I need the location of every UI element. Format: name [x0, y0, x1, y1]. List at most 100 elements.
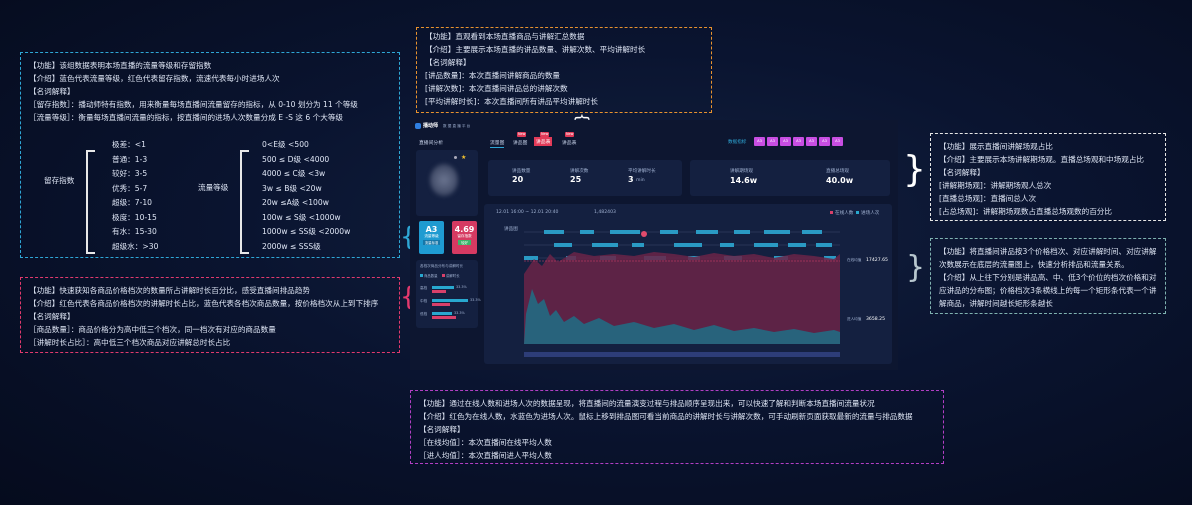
- retention-card: 4.69 留存指数 较好: [452, 221, 477, 254]
- explain-line: [讲解次数]：本次直播间讲品总的讲解次数: [425, 84, 568, 93]
- level-value: A3: [425, 225, 438, 234]
- explain-line: 有水：15-30: [112, 227, 157, 236]
- legend-square-icon: [830, 211, 833, 214]
- level-chip[interactable]: A3: [780, 137, 791, 146]
- segment-product-bar[interactable]: [554, 243, 572, 247]
- explain-line: [讲解期场观]：讲解期场观人总次: [939, 181, 1052, 190]
- star-icon[interactable]: ★: [461, 154, 467, 161]
- dist-count-bar: [432, 286, 454, 289]
- explain-line: 2000w ≤ SSS级: [262, 241, 321, 251]
- level-chip[interactable]: A3: [793, 137, 804, 146]
- segment-product-bar[interactable]: [592, 243, 618, 247]
- segment-product-bar[interactable]: [674, 243, 702, 247]
- explain-line: ［留存指数］：播动师特有指数，用来衡量每场直播间流量留存的指标，从 0-10 划…: [29, 100, 358, 109]
- segment-product-bar[interactable]: [816, 243, 832, 247]
- online-avg-label: 在线均值: [847, 258, 862, 262]
- segment-product-bar[interactable]: [632, 243, 644, 247]
- online-avg-value: 17427.65: [866, 258, 888, 263]
- flow-chart-panel: 12.01 16:00 ~ 12.01 20:40 1,482403 讲品图 在…: [484, 204, 892, 364]
- legend-square-icon: [420, 274, 423, 277]
- segment-product-bar[interactable]: [580, 230, 594, 234]
- segment-product-bar[interactable]: [754, 243, 778, 247]
- level-chip[interactable]: A3: [767, 137, 778, 146]
- level-chip[interactable]: A3: [754, 137, 765, 146]
- level-chip[interactable]: A3: [806, 137, 817, 146]
- explain-line: [平均讲解时长]：本次直播间所有讲品平均讲解时长: [425, 97, 598, 106]
- explain-line: 【功能】该组数据表明本场直播的流量等级和存留指数: [29, 61, 212, 70]
- segment-product-bar[interactable]: [544, 230, 564, 234]
- legend-enter: 进场人次: [861, 211, 880, 216]
- segment-product-bar[interactable]: [720, 243, 734, 247]
- explain-line: 【功能】快速获知各商品价格档次的数量所占讲解时长百分比，感受直播间排品趋势: [29, 286, 310, 295]
- level-chip[interactable]: A3: [832, 137, 843, 146]
- explain-line: [讲品数量]：本次直播间讲解商品的数量: [425, 71, 561, 80]
- marker-pin-icon: [641, 231, 647, 237]
- explain-line: 极度：10-15: [112, 212, 157, 222]
- price-explain-box: 【功能】快速获知各商品价格档次的数量所占讲解时长百分比，感受直播间排品趋势【介绍…: [20, 277, 400, 353]
- legend-square-icon: [856, 211, 859, 214]
- enter-avg-label: 进人均值: [847, 317, 862, 321]
- view-stats-panel: 讲解期场观 14.6w 直播总场观 40.0w: [690, 160, 890, 196]
- tab-product-table[interactable]: 讲品表: [562, 141, 577, 146]
- explain-line: ［流量等级］：衡量每场直播间流量的指标，按直播间的进场人次数量分成 E -S 这…: [29, 113, 344, 122]
- toolbar-label: 数据指标: [728, 140, 747, 145]
- segment-product-bar[interactable]: [610, 230, 640, 234]
- explain-line: 次数展示在底层的流量图上，快速分析排品和流量关系。: [939, 260, 1129, 269]
- flow-chart[interactable]: [484, 204, 892, 364]
- segment-product-bar[interactable]: [660, 230, 678, 234]
- explain-line: 解商品，讲解时间越长矩形条越长: [939, 299, 1053, 308]
- explain-line: 【功能】展示直播间讲解场观占比: [939, 142, 1053, 151]
- explain-line: 【介绍】从上往下分别是讲品高、中、低3个价位的档次价格和对: [939, 273, 1157, 282]
- dist-time-bar: [432, 316, 456, 319]
- dist-legend-count: 商品数量: [424, 274, 438, 278]
- explain-line: 【介绍】红色为在线人数，水蓝色为进场人次。鼠标上移到排品图可看当前商品的讲解时长…: [419, 412, 913, 421]
- explain-line: 【功能】直观看到本场直播商品与讲解汇总数据: [425, 32, 585, 41]
- explain-line: 3w ≤ B级 <20w: [262, 183, 322, 193]
- stat-label: 直播总场观: [826, 169, 849, 174]
- stat-value: 14.6w: [730, 176, 758, 185]
- flow-title: 流量等级: [198, 183, 229, 192]
- segment-product-bar[interactable]: [802, 230, 822, 234]
- segment-product-bar[interactable]: [696, 230, 718, 234]
- explain-line: 超级：7-10: [112, 198, 153, 207]
- level-chip[interactable]: A3: [819, 137, 830, 146]
- tab-product-chart[interactable]: 讲品图: [513, 141, 528, 146]
- dist-time-bar: [432, 303, 450, 306]
- retention-title: 留存指数: [44, 176, 75, 185]
- segment-product-bar[interactable]: [788, 243, 806, 247]
- app-screenshot: 播动师 数 据 直 播 平 台 直播间分析 流量图 讲品图 讲品表 讲品表 Ne…: [410, 120, 898, 370]
- explain-line: [直播总场观]：直播间总人次: [939, 194, 1037, 203]
- dist-time-bar: [432, 290, 446, 293]
- app-logo-sub: 数 据 直 播 平 台: [443, 123, 471, 128]
- explain-line: ［在线均值］：本次直播间在线平均人数: [419, 438, 552, 447]
- view-explain-box: 【功能】展示直播间讲解场观占比【介绍】主要展示本场讲解期场观。直播总场观和中场观…: [930, 133, 1166, 221]
- chart-tag: 讲品图: [504, 227, 518, 232]
- explain-line: 优秀：5-7: [112, 183, 148, 193]
- stat-label: 讲品数量: [512, 169, 531, 174]
- dist-pct: 33.3%: [470, 298, 481, 302]
- segment-product-bar[interactable]: [524, 256, 538, 260]
- level-card: A3 流量等级 流量标准: [419, 221, 444, 254]
- anchor-card: ★: [416, 150, 478, 216]
- tab-flow[interactable]: 流量图: [490, 141, 505, 146]
- explain-line: ［进人均值］：本次直播间进人平均人数: [419, 451, 552, 460]
- explain-line: [占总场观]：讲解期场观数占直播总场观数的百分比: [939, 207, 1112, 216]
- stat-label: 平均讲解时长: [628, 169, 656, 174]
- stat-value: 25: [570, 175, 582, 184]
- time-range: 12.01 16:00 ~ 12.01 20:40: [496, 210, 559, 215]
- dist-legend-time: 讲解时长: [446, 274, 460, 278]
- segment-product-bar[interactable]: [734, 230, 750, 234]
- explain-line: 【介绍】主要展示本场讲解期场观。直播总场观和中场观占比: [939, 155, 1145, 164]
- enter-area: [524, 289, 840, 344]
- summary-explain-box: 【功能】直观看到本场直播商品与讲解汇总数据【介绍】主要展示本场直播的讲品数量、讲…: [416, 27, 712, 113]
- explain-line: 20w ≤A级 <100w: [262, 198, 329, 207]
- explain-line: 较好：3-5: [112, 169, 148, 178]
- explain-line: 0<E级 <500: [262, 140, 309, 149]
- segment-product-bar[interactable]: [824, 256, 836, 260]
- enter-avg-value: 3658.25: [866, 317, 885, 322]
- explain-line: 极差：<1: [112, 140, 146, 149]
- segment-product-bar[interactable]: [764, 230, 790, 234]
- scrollbar[interactable]: [524, 352, 840, 357]
- tab-product-table-active[interactable]: 讲品表: [534, 137, 553, 146]
- explain-line: 【名词解释】: [29, 87, 75, 96]
